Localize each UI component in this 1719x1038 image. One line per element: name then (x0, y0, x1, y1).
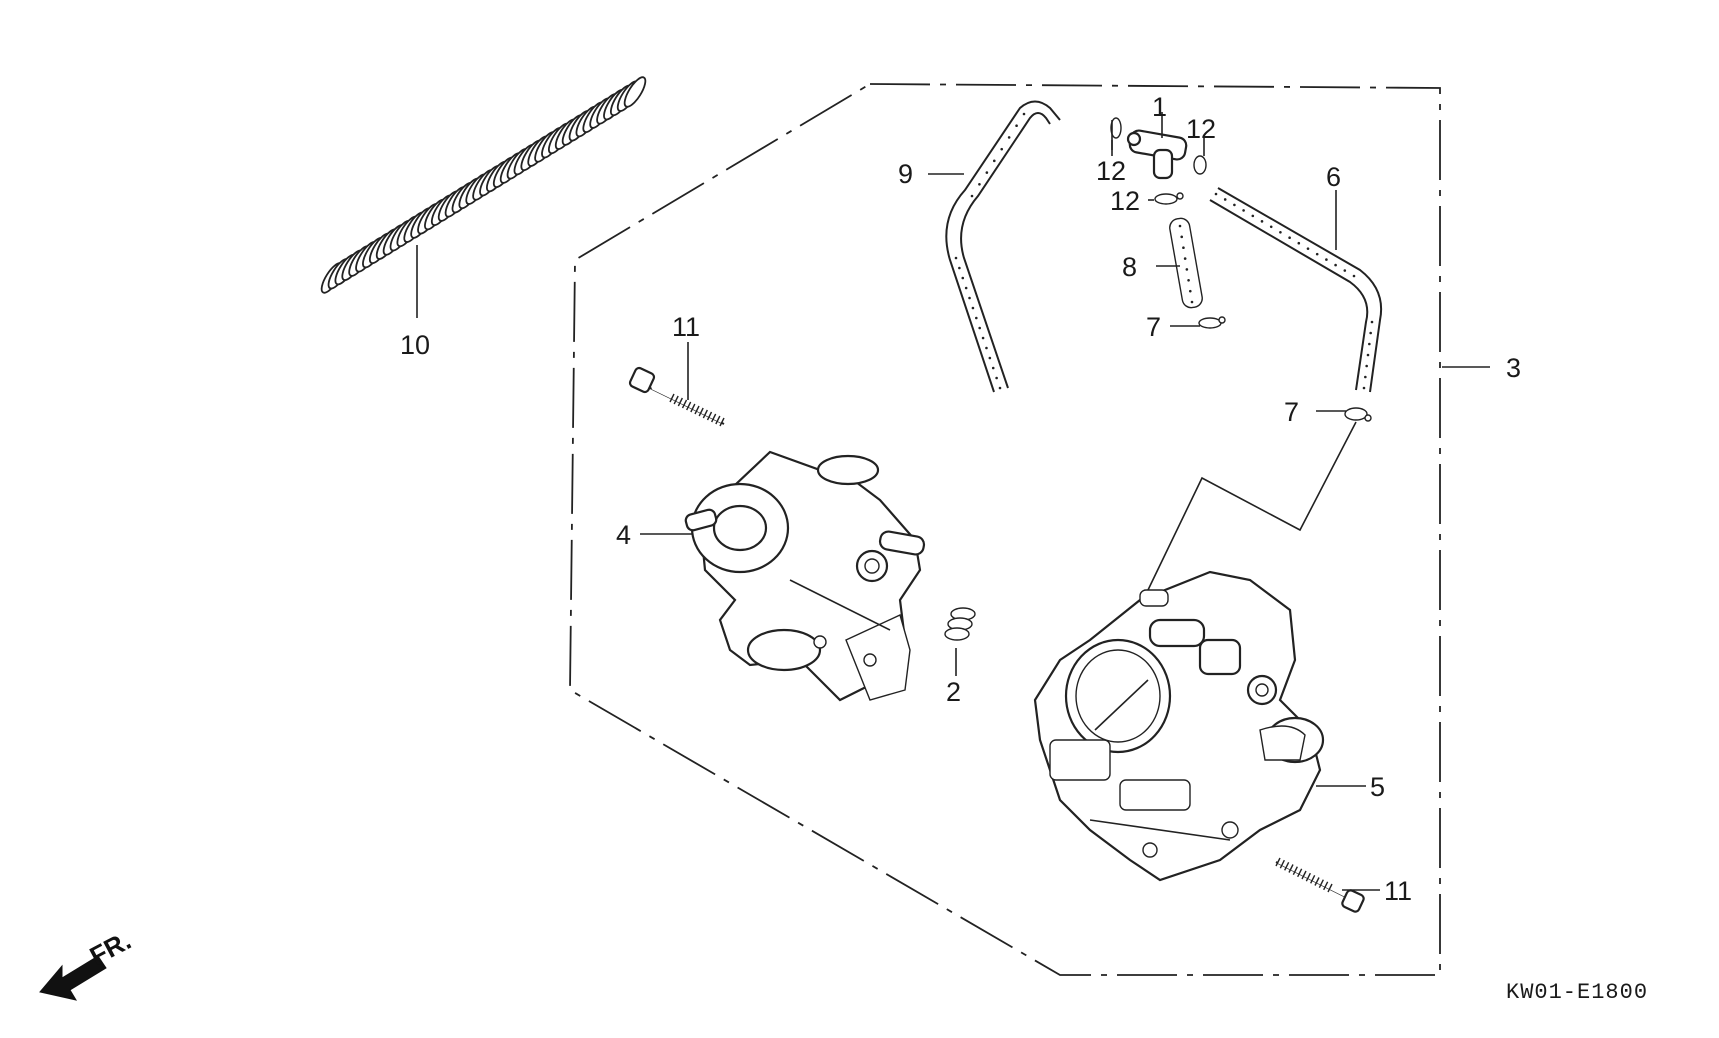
screw-part-11-lower (1275, 857, 1365, 913)
front-direction-indicator: FR. (39, 925, 136, 1001)
callout-2: 2 (946, 677, 961, 707)
hose-part-9 (945, 100, 1061, 393)
callout-5: 5 (1370, 772, 1385, 802)
callout-3: 3 (1506, 353, 1521, 383)
callout-8: 8 (1122, 252, 1137, 282)
callout-11-upper: 11 (672, 312, 700, 342)
hose-part-6 (1209, 187, 1382, 393)
callout-7-upper: 7 (1146, 312, 1161, 342)
leader-lines (416, 112, 1490, 891)
callout-12-right: 12 (1186, 114, 1216, 144)
t-joint-part-1 (1126, 129, 1188, 180)
callout-7-lower: 7 (1284, 397, 1299, 427)
spring-part-2 (944, 607, 976, 641)
callout-12-left: 12 (1096, 156, 1126, 186)
callout-11-lower: 11 (1384, 876, 1412, 906)
clip-part-7-a (1198, 316, 1226, 329)
callout-labels: 10 9 1 12 12 12 8 7 6 3 7 11 4 2 5 11 (400, 92, 1521, 906)
carburetor-part-5 (1033, 570, 1325, 882)
callout-4: 4 (616, 520, 631, 550)
callout-10: 10 (400, 330, 430, 360)
callout-1: 1 (1152, 92, 1167, 122)
callout-6: 6 (1326, 162, 1341, 192)
hose-part-8 (1169, 217, 1203, 309)
clip-part-12-c (1154, 192, 1184, 205)
clip-part-12-b (1193, 155, 1207, 175)
front-arrow-icon (39, 955, 107, 1001)
diagram-code: KW01-E1800 (1506, 980, 1648, 1005)
callout-12-lower: 12 (1110, 186, 1140, 216)
screw-part-11-upper (628, 366, 725, 427)
carburetor-part-4 (684, 450, 926, 702)
spring-part-10 (320, 76, 647, 294)
callout-9: 9 (898, 159, 913, 189)
assembly-boundary (569, 83, 1441, 976)
clip-part-7-b (1344, 407, 1372, 422)
